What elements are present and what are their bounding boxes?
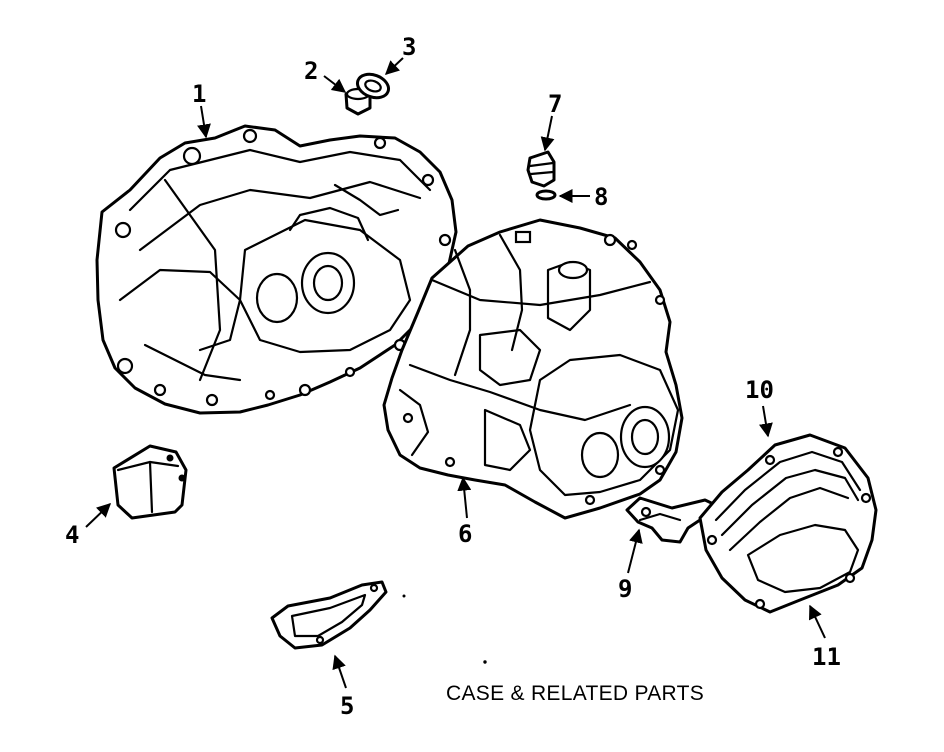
- callout-6: 6: [458, 520, 472, 548]
- callouts: 1 2 3 4 5 6 7 8 9 10 11: [65, 33, 841, 720]
- leader-4: [85, 503, 112, 528]
- callout-10: 10: [745, 376, 774, 404]
- leader-lines: [85, 57, 826, 689]
- callout-5: 5: [340, 692, 354, 720]
- cover-part: [112, 444, 188, 520]
- leader-6: [457, 476, 472, 519]
- leader-7: [540, 115, 555, 152]
- scan-speck: [483, 660, 487, 664]
- leader-11: [809, 604, 826, 639]
- leader-3: [384, 57, 404, 75]
- callout-2: 2: [304, 57, 318, 85]
- end-cover-part: [698, 433, 878, 614]
- diagram-caption: CASE & RELATED PARTS: [446, 682, 705, 705]
- leader-5: [332, 654, 347, 689]
- scan-speck: [402, 594, 406, 598]
- dust-shield-part: [270, 580, 388, 650]
- callout-7: 7: [548, 90, 562, 118]
- callout-4: 4: [65, 521, 79, 549]
- o-ring-part: [535, 189, 557, 201]
- callout-9: 9: [618, 575, 632, 603]
- leader-2: [323, 75, 347, 93]
- callout-11: 11: [812, 643, 841, 671]
- leader-1: [197, 105, 211, 139]
- leader-10: [759, 405, 773, 438]
- bracket-part: [625, 496, 724, 544]
- leader-9: [627, 528, 643, 574]
- callout-1: 1: [192, 80, 206, 108]
- plug-part: [526, 150, 556, 188]
- callout-3: 3: [402, 33, 416, 61]
- transaxle-case-part: [382, 218, 684, 520]
- seal-part: [356, 72, 390, 100]
- clutch-housing-part: [95, 124, 458, 415]
- callout-8: 8: [594, 183, 608, 211]
